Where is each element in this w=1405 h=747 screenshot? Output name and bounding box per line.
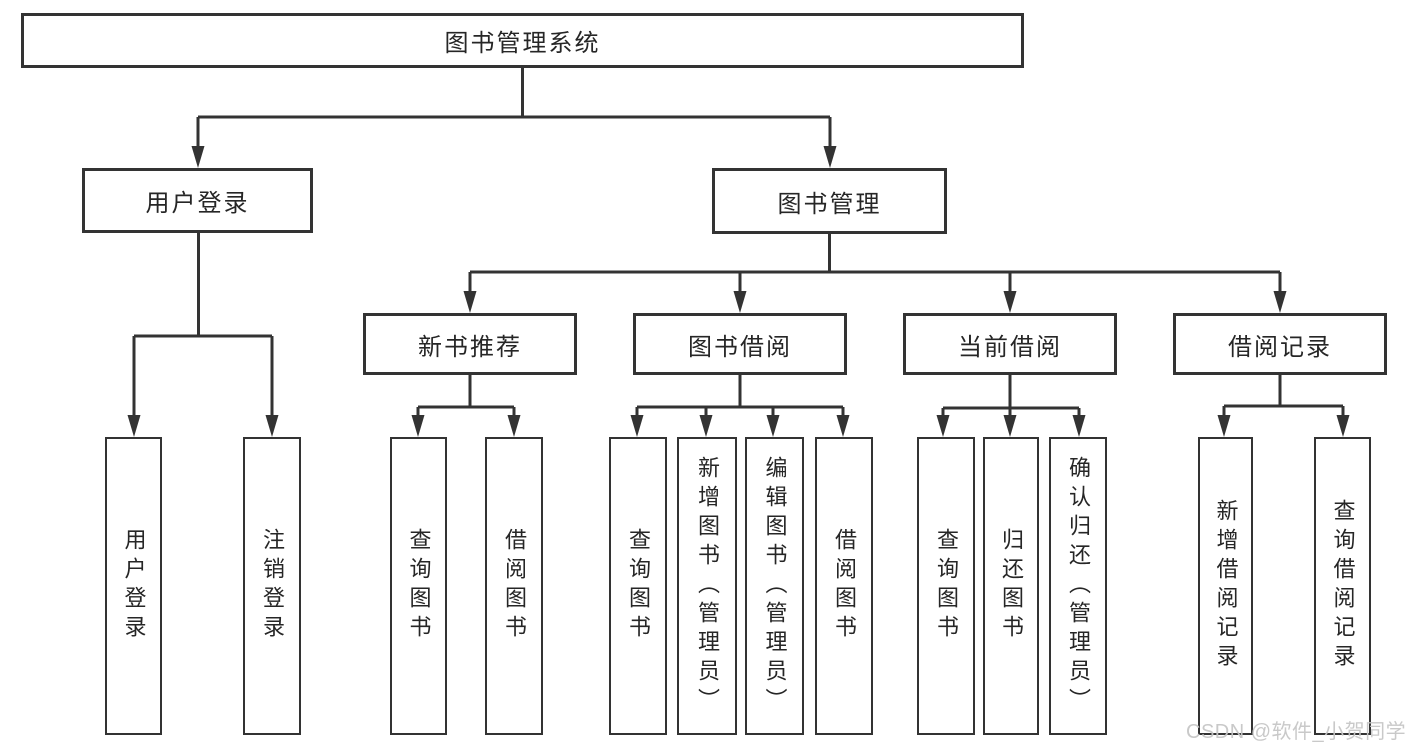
leaf-edit-book-admin: 编辑图书（管理员） [745,437,804,735]
node-label: 编辑图书（管理员） [762,455,788,717]
leaf-user-login: 用户登录 [105,437,162,735]
node-label: 新增借阅记录 [1213,499,1239,673]
leaf-borrow-books-2: 借阅图书 [815,437,873,735]
node-label: 注销登录 [260,528,285,644]
leaf-query-borrow-record: 查询借阅记录 [1314,437,1371,735]
node-label: 新书推荐 [418,333,522,361]
node-label: 借阅图书 [832,528,857,644]
node-book-management: 图书管理 [712,168,947,234]
node-label: 图书管理 [777,190,882,218]
arrowheads [127,146,1350,437]
node-label: 查询借阅记录 [1330,499,1356,673]
csdn-watermark: CSDN @软件_小贺同学 [1186,721,1405,743]
node-label: 查询图书 [934,528,959,644]
leaf-add-borrow-record: 新增借阅记录 [1198,437,1253,735]
node-label: 确认归还（管理员） [1066,455,1091,717]
node-borrowing-records: 借阅记录 [1173,313,1387,375]
node-label: 图书管理系统 [444,30,601,57]
leaf-query-books-3: 查询图书 [917,437,975,735]
node-label: 用户登录 [145,190,250,217]
node-book-borrowing: 图书借阅 [633,313,847,375]
node-new-book-recommendation: 新书推荐 [363,313,577,375]
node-label: 用户登录 [121,528,147,644]
node-label: 当前借阅 [958,333,1062,361]
node-label: 新增图书（管理员） [695,455,720,717]
node-label: 借阅记录 [1228,333,1332,361]
leaf-confirm-return-admin: 确认归还（管理员） [1049,437,1107,735]
node-library-management-system: 图书管理系统 [21,13,1024,68]
leaf-logout: 注销登录 [243,437,301,735]
node-user-login: 用户登录 [82,168,313,233]
node-current-borrowing: 当前借阅 [903,313,1117,375]
node-label: 图书借阅 [688,333,792,361]
node-label: 查询图书 [406,528,432,644]
node-label: 查询图书 [626,528,651,644]
leaf-return-books: 归还图书 [983,437,1039,735]
leaf-query-books-1: 查询图书 [390,437,447,735]
node-label: 归还图书 [999,528,1024,644]
node-label: 借阅图书 [502,528,527,644]
leaf-query-books-2: 查询图书 [609,437,667,735]
leaf-borrow-books-1: 借阅图书 [485,437,543,735]
leaf-add-book-admin: 新增图书（管理员） [677,437,737,735]
